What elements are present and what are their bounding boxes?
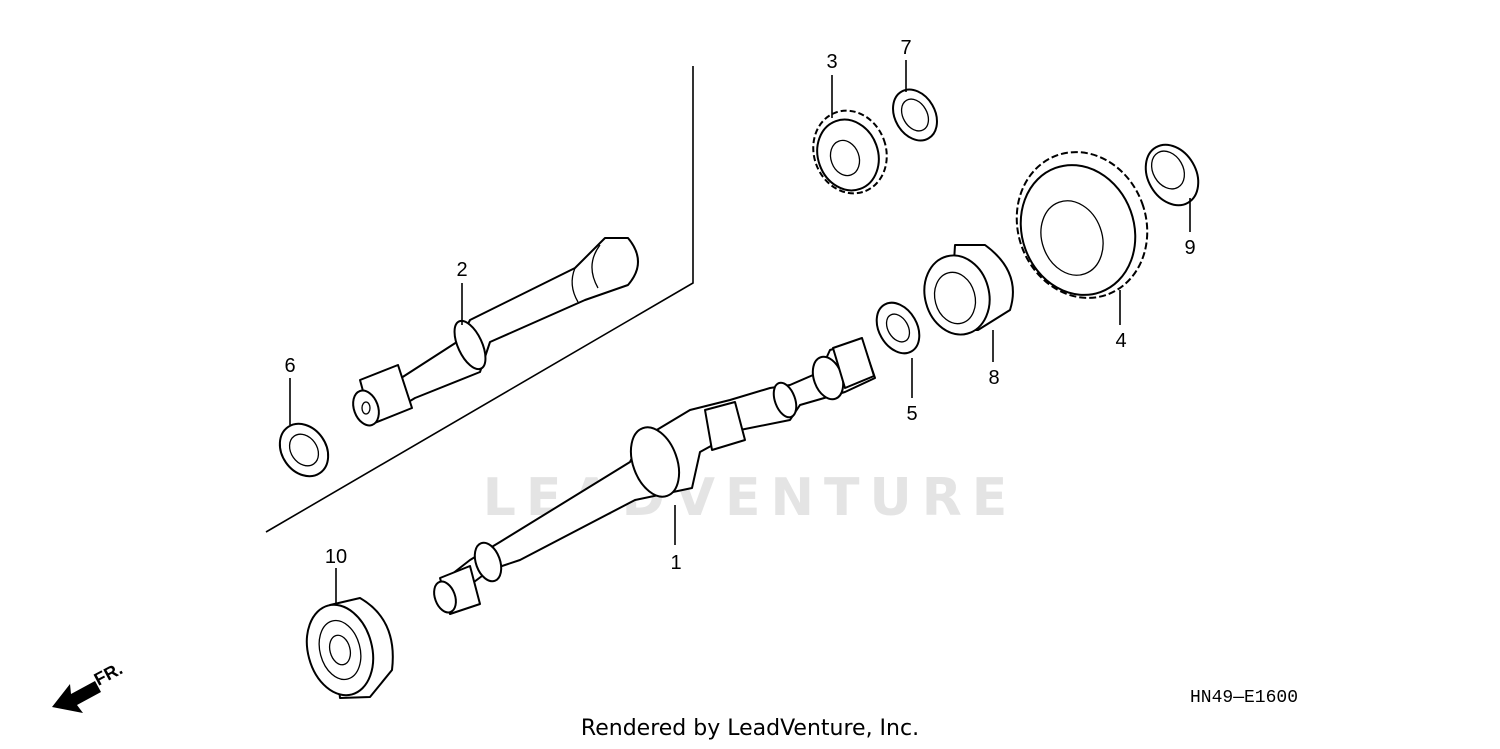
diagram-code: HN49—E1600 <box>1190 688 1299 708</box>
callout-1: 1 <box>670 552 681 574</box>
part-9-seal[interactable] <box>1135 135 1209 214</box>
render-credit: Rendered by LeadVenture, Inc. <box>580 716 920 741</box>
part-3-small-gear[interactable] <box>802 100 898 204</box>
callout-9: 9 <box>1184 237 1195 259</box>
callout-8: 8 <box>988 367 999 389</box>
part-5-washer[interactable] <box>868 295 928 361</box>
front-arrow-icon <box>52 681 101 713</box>
boundary-line <box>265 66 694 533</box>
part-2-shaft[interactable] <box>349 237 639 429</box>
part-4-large-gear[interactable] <box>997 134 1168 317</box>
callout-3: 3 <box>826 51 837 73</box>
part-6-washer[interactable] <box>270 414 338 485</box>
part-8-needle-bearing[interactable] <box>916 244 1014 342</box>
callout-7: 7 <box>900 37 911 59</box>
part-7-washer[interactable] <box>884 82 946 149</box>
callout-10: 10 <box>325 546 347 568</box>
callout-5: 5 <box>906 403 917 425</box>
part-1-main-shaft[interactable] <box>430 337 876 615</box>
callout-2: 2 <box>456 259 467 281</box>
callout-4: 4 <box>1115 330 1126 352</box>
part-10-ball-bearing[interactable] <box>297 597 394 702</box>
callout-6: 6 <box>284 355 295 377</box>
